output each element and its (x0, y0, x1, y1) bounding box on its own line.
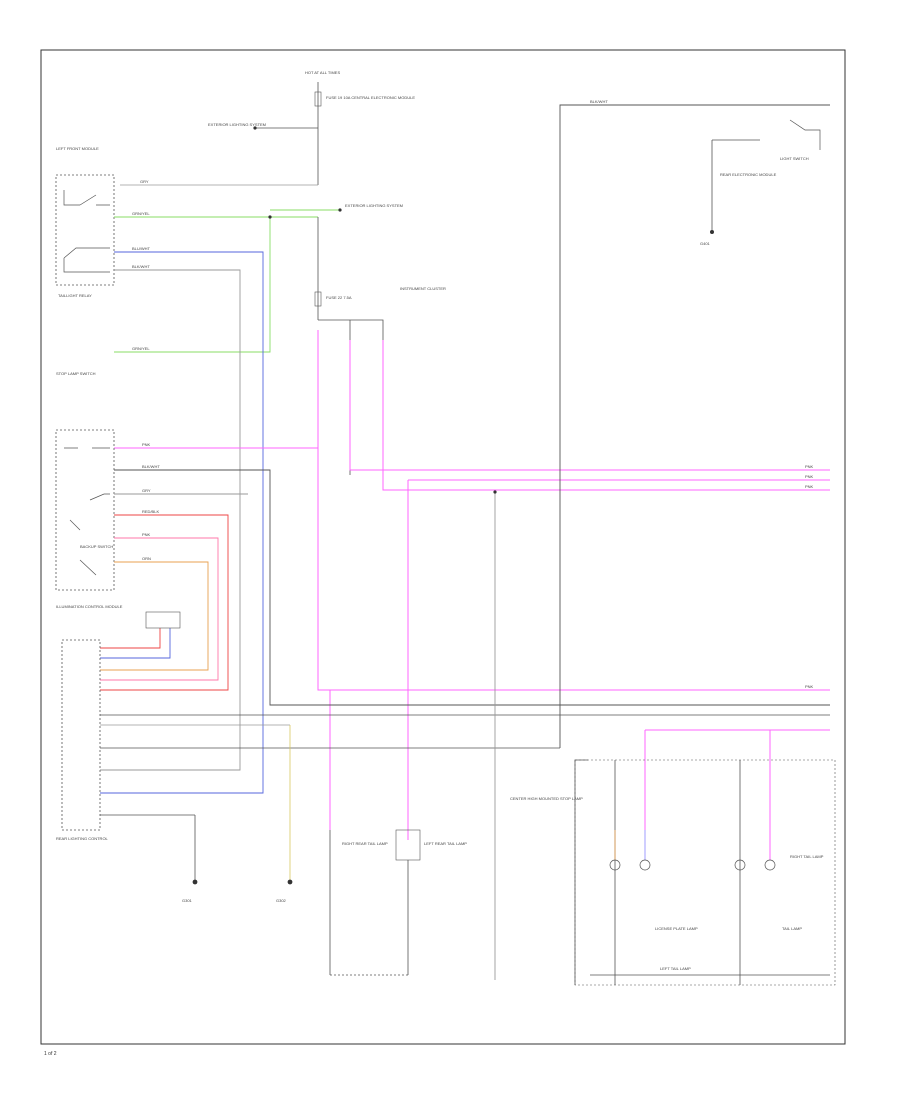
switch-top-right-label: LIGHT SWITCH (780, 156, 809, 161)
ground-2-label: G302 (276, 898, 287, 903)
fuse-mid-group: FUSE 22 7.5A INSTRUMENT CLUSTER (314, 217, 446, 490)
wire-label-pink-5: PNK (805, 684, 814, 689)
fuse-mid-label: FUSE 22 7.5A (326, 295, 352, 300)
wire-label-pink-4: PNK (805, 484, 814, 489)
page-number: 1 of 2 (44, 1051, 57, 1057)
lamp-right-b-label: LICENSE PLATE LAMP (655, 926, 698, 931)
illumination-module-group: ILLUMINATION CONTROL MODULE REAR LIGHTIN… (56, 604, 181, 841)
red-wire-2 (100, 628, 161, 649)
orange-wire (100, 561, 209, 671)
blue-wire-2 (100, 628, 171, 659)
wire-label-pink-sw: PNK (142, 532, 151, 537)
black-wire-1 (100, 269, 241, 771)
fuse-top-symbol (314, 91, 322, 107)
wire-label-black-1: BLK/WHT (132, 264, 150, 269)
lamp-right-a-label: RIGHT TAIL LAMP (790, 854, 824, 859)
wire-label-black-3: BLK/WHT (590, 99, 608, 104)
magenta-bus (114, 330, 830, 860)
instrument-cluster-label: INSTRUMENT CLUSTER (400, 286, 446, 291)
left-module-box (55, 174, 115, 286)
wire-label-orange: ORN (142, 556, 151, 561)
black-wire-right (559, 104, 830, 748)
lamp-right-d-label: LEFT TAIL LAMP (660, 966, 691, 971)
lamp-3-label: CENTER HIGH MOUNTED STOP LAMP (510, 796, 583, 801)
lamp-right-c-label: TAIL LAMP (782, 926, 802, 931)
wire-label-pink-3: PNK (805, 474, 814, 479)
wire-label-black-2: BLK/WHT (142, 464, 160, 469)
wire-label-gray-2: GRY (142, 488, 151, 493)
red-wire (100, 514, 229, 691)
blue-wire-1 (100, 251, 264, 794)
diagram-frame (40, 49, 846, 1045)
rear-lamp-area: RIGHT TAIL LAMP LICENSE PLATE LAMP TAIL … (574, 759, 836, 986)
ground-1-label: G301 (182, 898, 193, 903)
wire-label-pink-2: PNK (805, 464, 814, 469)
stop-lamp-switch-label: STOP LAMP SWITCH (56, 371, 96, 376)
fuse-top-label: HOT AT ALL TIMES (305, 70, 340, 75)
relay-label: TAILLIGHT RELAY (58, 293, 92, 298)
relay-coil-symbol (63, 247, 110, 273)
other-system-right-label: EXTERIOR LIGHTING SYSTEM (345, 203, 403, 208)
left-module-group: LEFT FRONT MODULE TAILLIGHT RELAY (55, 146, 115, 298)
lamp-1-label: RIGHT REAR TAIL LAMP (342, 841, 388, 846)
switch-top-right-group: LIGHT SWITCH REAR ELECTRONIC MODULE G401 (700, 119, 821, 246)
ground-2-group: G302 (276, 879, 293, 903)
wire-label-red: RED/BLK (142, 509, 159, 514)
pink-wire (100, 537, 219, 681)
black-wire-2 (114, 469, 830, 706)
wire-label-green-2: GRN/YEL (132, 346, 150, 351)
illumination-module-label: ILLUMINATION CONTROL MODULE (56, 604, 123, 609)
lamp-cluster-left: RIGHT REAR TAIL LAMP LEFT REAR TAIL LAMP (329, 829, 467, 976)
wire-label-blue-1: BLU/WHT (132, 246, 151, 251)
lamp-2-label: LEFT REAR TAIL LAMP (424, 841, 467, 846)
other-systems-top-label: EXTERIOR LIGHTING SYSTEM (208, 122, 266, 127)
green-wire-group: GRN/YEL GRN/YEL EXTERIOR LIGHTING SYSTEM (114, 203, 403, 353)
fuse-top-group: HOT AT ALL TIMES FUSE 19 10A CENTRAL ELE… (120, 70, 415, 186)
wire-label-green-1: GRN/YEL (132, 211, 150, 216)
ground-top-right-label: G401 (700, 241, 711, 246)
fuse-top-sub-label: FUSE 19 10A CENTRAL ELECTRONIC MODULE (326, 95, 415, 100)
switch-box-group: STOP LAMP SWITCH BACKUP SWITCH (55, 371, 115, 591)
right-module-top-label: REAR ELECTRONIC MODULE (720, 172, 777, 177)
backup-switch-label: BACKUP SWITCH (80, 544, 113, 549)
relay-switch-symbol (63, 190, 110, 206)
wire-label-pink-1: PNK (142, 442, 151, 447)
ground-1-group: G301 (182, 879, 198, 903)
left-module-label: LEFT FRONT MODULE (56, 146, 99, 151)
wire-label-gray-1: GRY (140, 179, 149, 184)
rear-light-assembly-label: REAR LIGHTING CONTROL (56, 836, 109, 841)
module-harness (100, 714, 830, 880)
